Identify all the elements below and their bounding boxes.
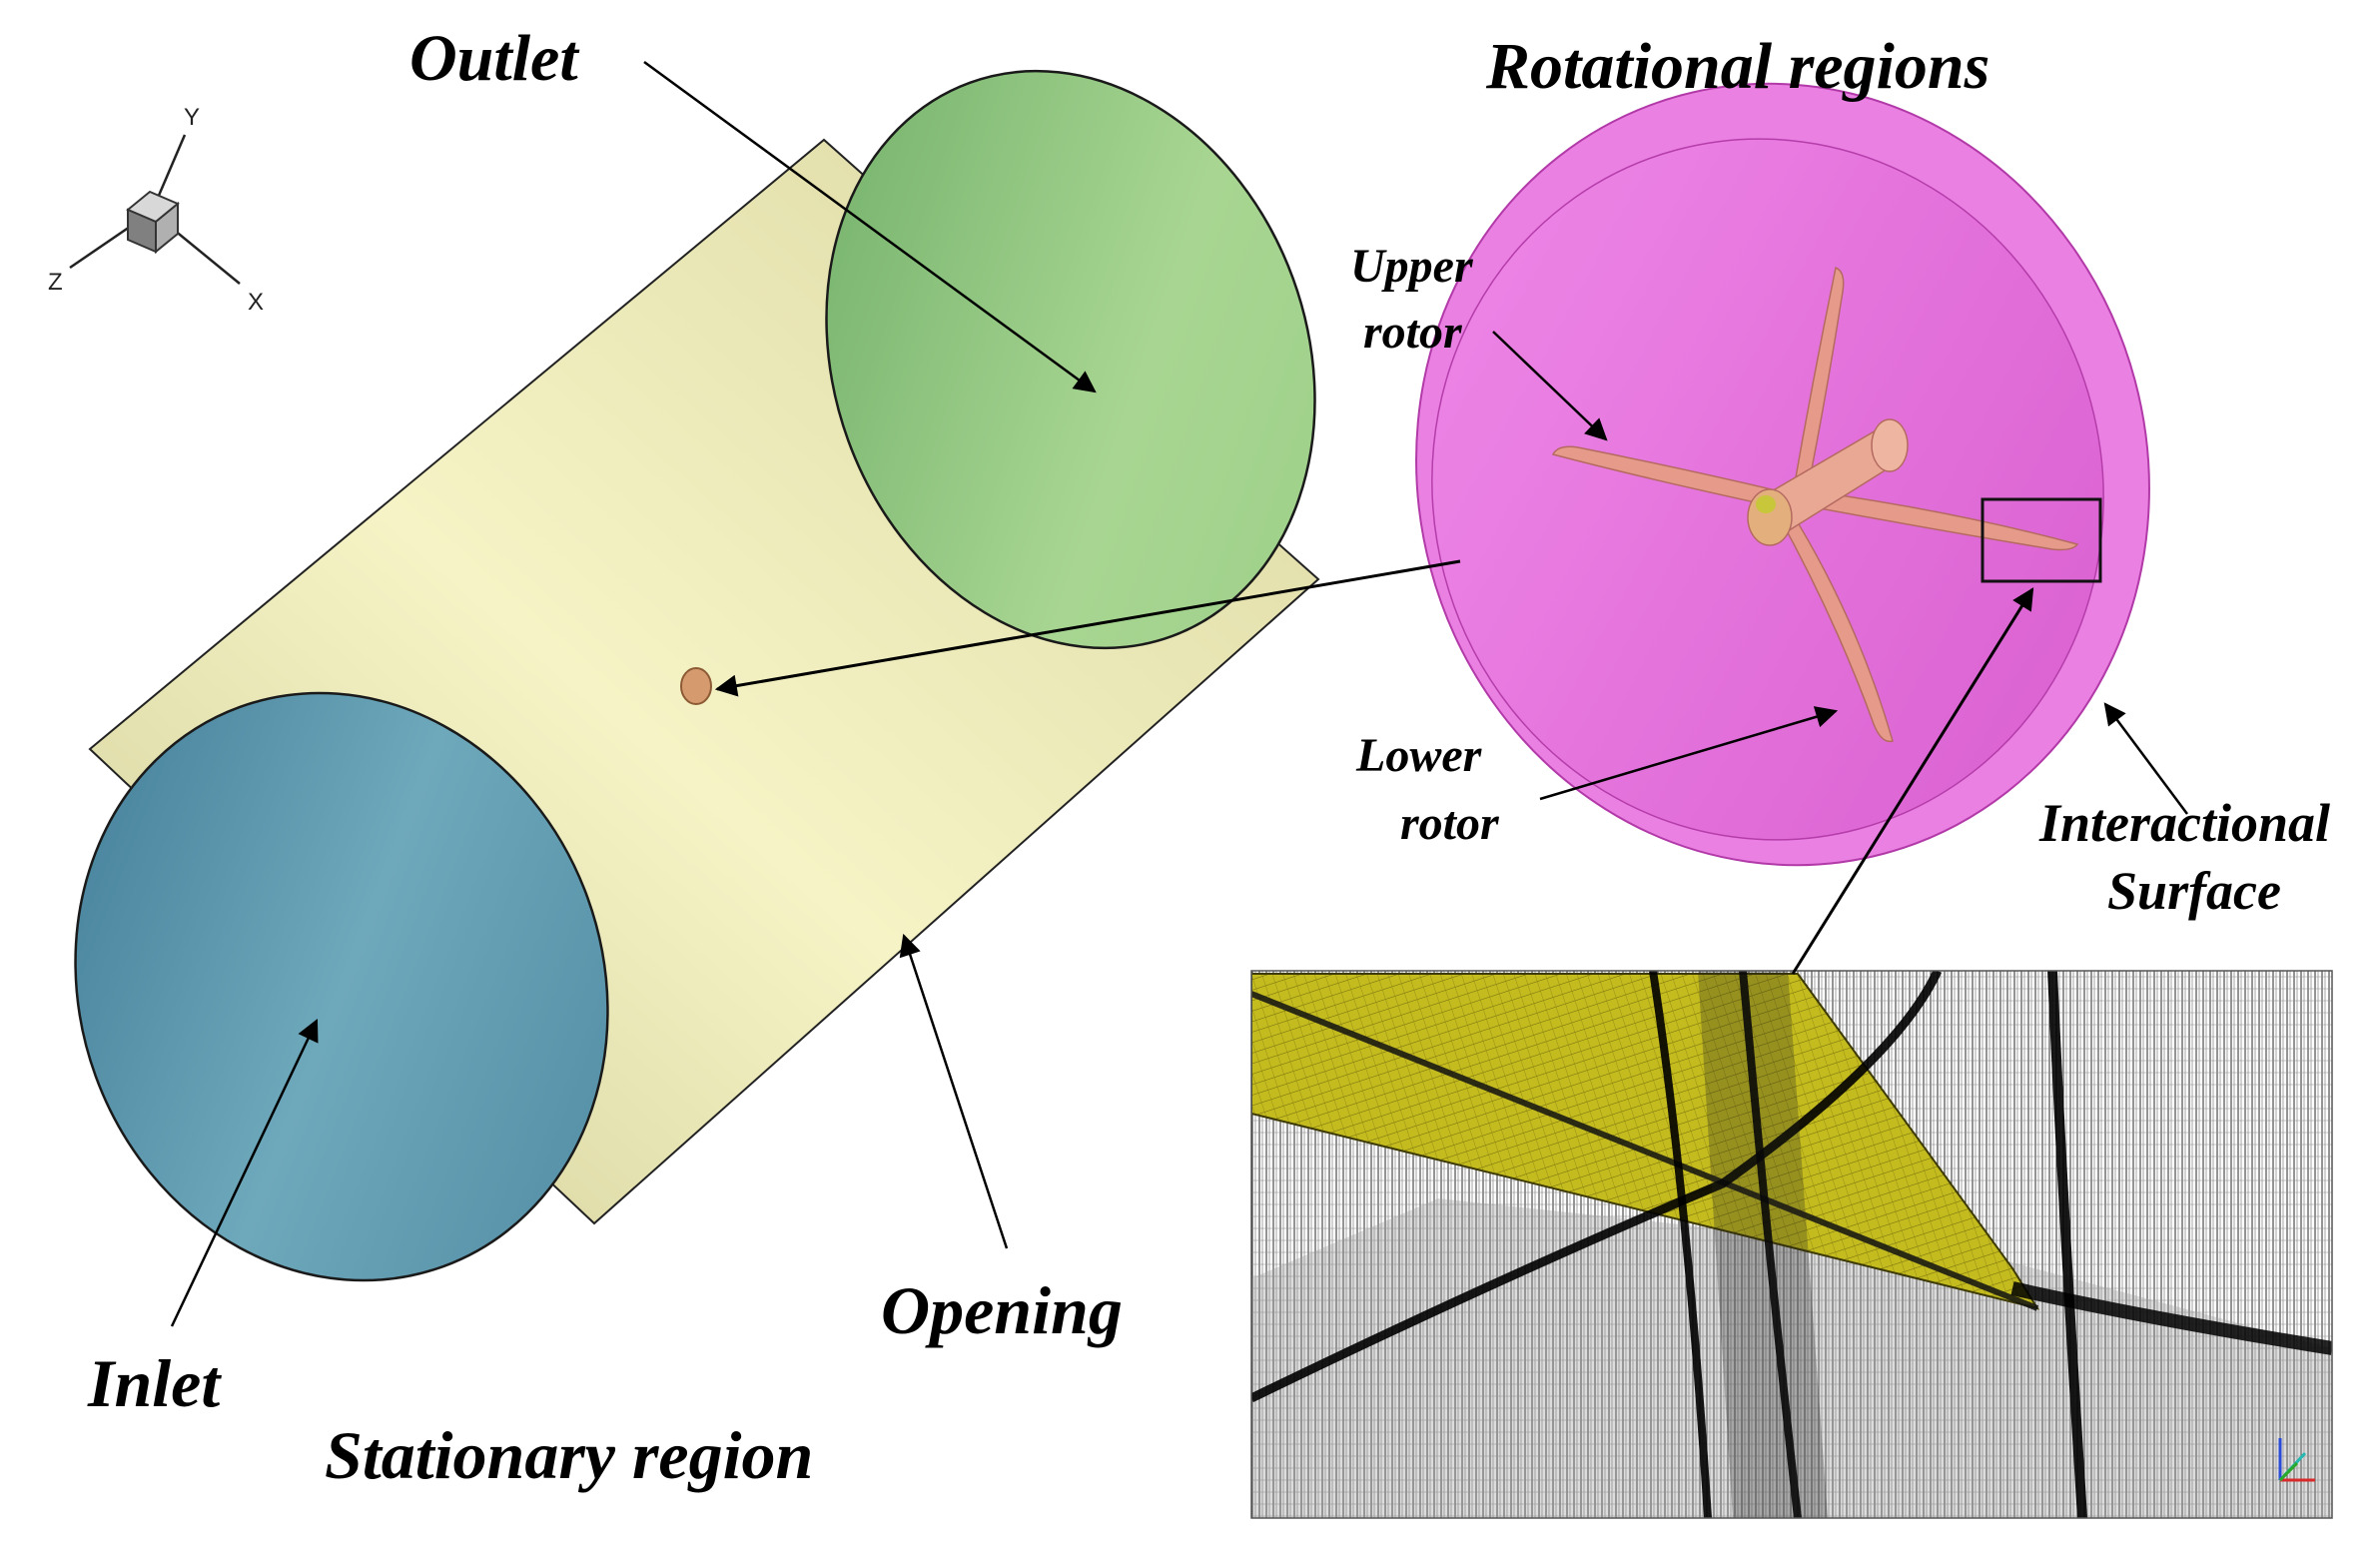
mesh-gray-band [1251,1198,2332,1518]
detail-box [1981,497,2102,583]
axis-triad: Y X Z [48,104,264,316]
inlet-arrow [170,1019,319,1327]
lower-rotor-label-line1: Lower [1355,729,1483,782]
mesh-detail-arrow [1791,587,2034,975]
axis-z-label: Z [48,269,63,296]
axis-y-label: Y [184,104,200,131]
axis-x-label: X [248,289,264,316]
upper-rotor-label-line1: Upper [1350,240,1474,293]
upper-rotor-blade-right [1797,488,2079,551]
rotor-location-arrow [714,559,1461,697]
upper-rotor-arrow [1492,331,1608,441]
outlet-label: Outlet [409,22,579,95]
inlet-label: Inlet [87,1345,222,1421]
axis-cube-icon [126,190,180,255]
mesh-dense-band [1698,971,1828,1518]
mesh-detail-inset [1250,970,2333,1519]
leader-arrows [170,60,2189,1327]
labels: Outlet Rotational regions Upper rotor Lo… [87,22,2330,1493]
upper-rotor-label-line2: rotor [1363,306,1463,359]
rotor-marker-icon [680,667,712,705]
rotational-regions-label: Rotational regions [1485,30,1989,103]
rotor-hub-top [1871,418,1909,472]
stationary-region-label: Stationary region [325,1417,813,1493]
interactional-surface-arrow [2103,702,2189,815]
outlet-arrow [643,60,1097,393]
rotor-blades [1551,266,2079,743]
stationary-cylinder [74,69,1320,1282]
interactional-surface-label-line2: Surface [2107,861,2281,921]
inlet-face [74,691,609,1282]
lower-rotor-label-line2: rotor [1400,797,1500,850]
rotational-disk [1415,82,2150,867]
lower-rotor-blade-top [1792,266,1845,501]
upper-rotor-blade-left [1551,445,1794,510]
lower-rotor-arrow [1539,706,1839,801]
mesh-axis-icon [2278,1438,2315,1482]
opening-label: Opening [881,1272,1123,1348]
rotor-hub-tip-icon [1756,495,1776,513]
lower-rotor-blade-bottom [1776,508,1894,743]
outlet-face [825,69,1316,650]
interactional-surface-label-line1: Interactional [2038,793,2330,853]
opening-arrow [899,933,1009,1249]
